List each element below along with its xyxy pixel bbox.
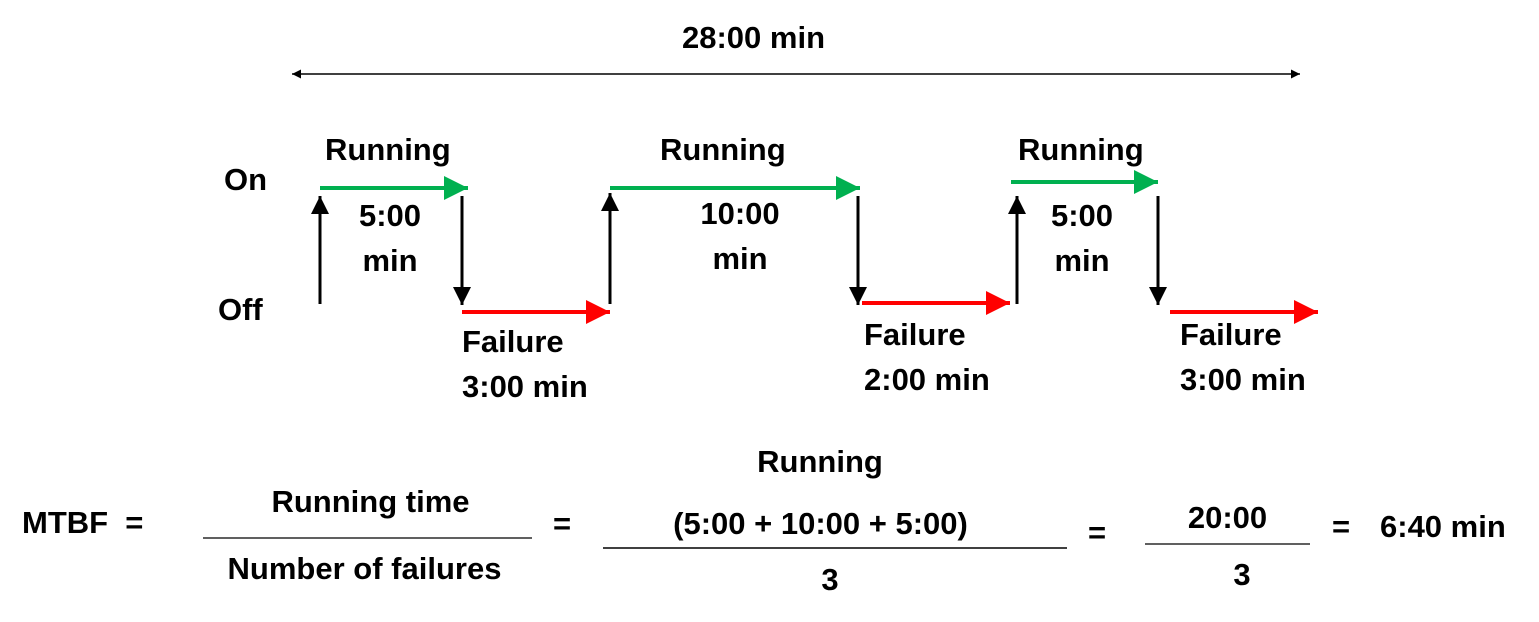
state-off-label: Off bbox=[218, 292, 263, 327]
failure-duration-2: 2:00 min bbox=[864, 361, 990, 397]
running-duration-2-value: 10:00 bbox=[700, 196, 780, 231]
running-duration-1-value: 5:00 bbox=[358, 198, 422, 233]
denominator-3-a: 3 bbox=[821, 562, 839, 597]
numerator-sum: (5:00 + 10:00 + 5:00) bbox=[673, 506, 968, 541]
numerator-20: 20:00 bbox=[1187, 500, 1268, 535]
running-duration-3-unit: min bbox=[1054, 242, 1110, 278]
failure-duration-3: 3:00 min bbox=[1180, 361, 1306, 397]
running-duration-3-value: 5:00 bbox=[1050, 198, 1114, 233]
failure-label-1: Failure bbox=[462, 324, 564, 359]
denominator-3-b: 3 bbox=[1233, 557, 1251, 592]
running-duration-1-unit: min bbox=[362, 242, 418, 278]
failure-period-2: Failure 2:00 min bbox=[864, 313, 990, 403]
running-label-1: Running bbox=[325, 132, 451, 167]
equals-sign-2: = bbox=[1088, 515, 1107, 550]
numerator-running-time: Running time bbox=[271, 484, 470, 519]
state-on-label: On bbox=[224, 162, 268, 197]
equals-sign-3: = bbox=[1332, 509, 1351, 544]
running-label-3: Running bbox=[1018, 132, 1144, 167]
running-duration-3: 5:00 min bbox=[1022, 194, 1142, 284]
running-header: Running bbox=[757, 444, 883, 479]
running-duration-2-unit: min bbox=[712, 240, 768, 276]
denominator-number-of-failures: Number of failures bbox=[227, 551, 502, 586]
failure-period-1: Failure 3:00 min bbox=[462, 320, 588, 410]
mtbf-result: 6:40 min bbox=[1380, 509, 1506, 544]
equals-sign-1: = bbox=[553, 506, 572, 541]
running-duration-2: 10:00 min bbox=[680, 192, 800, 282]
running-label-2: Running bbox=[660, 132, 786, 167]
failure-duration-1: 3:00 min bbox=[462, 368, 588, 404]
mtbf-label: MTBF = bbox=[22, 505, 144, 540]
failure-period-3: Failure 3:00 min bbox=[1180, 313, 1306, 403]
failure-label-3: Failure bbox=[1180, 317, 1282, 352]
running-duration-1: 5:00 min bbox=[330, 194, 450, 284]
total-duration-label: 28:00 min bbox=[682, 20, 826, 55]
failure-label-2: Failure bbox=[864, 317, 966, 352]
